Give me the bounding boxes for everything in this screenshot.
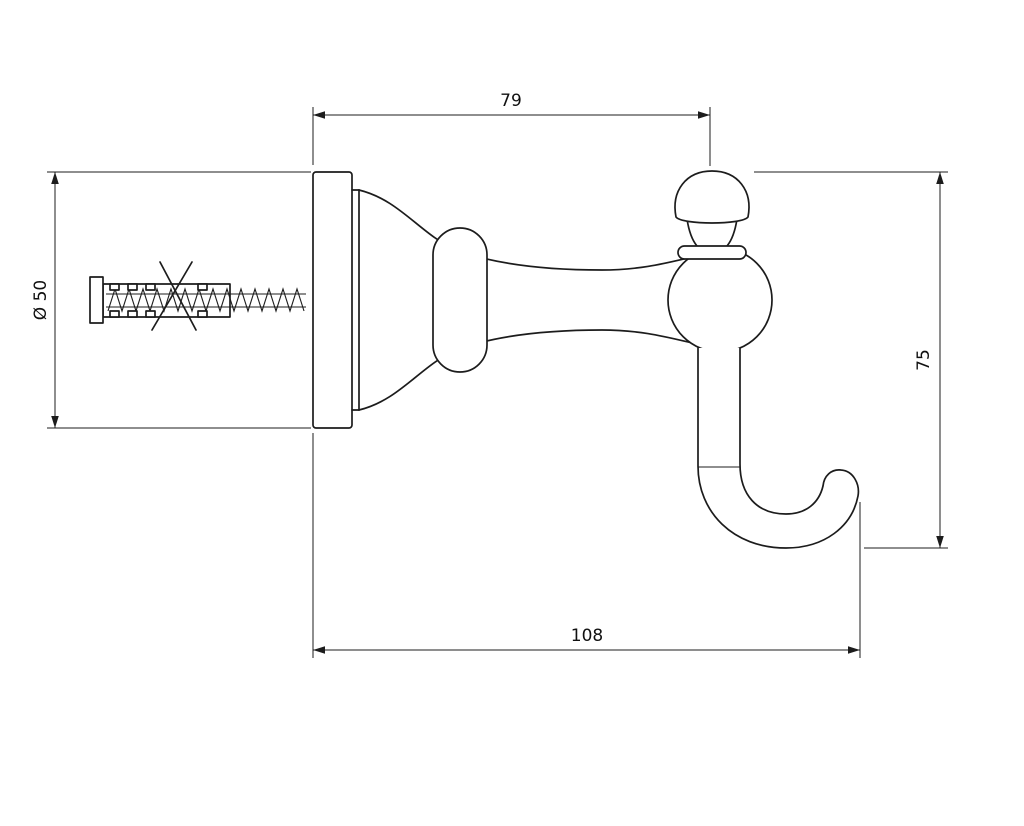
screw-thread [107,287,305,313]
arrowhead [313,646,325,654]
dimension-top: 79 [312,91,711,166]
arrowhead [313,111,325,119]
arrowhead [51,416,59,428]
arrowhead [936,172,944,184]
dimension-bottom: 108 [312,433,861,658]
hook-body [312,170,860,549]
arrowhead [698,111,710,119]
dimension-right: 75 [754,171,948,549]
dimension-right-label: 75 [914,349,934,371]
anchor-fin [159,261,197,331]
anchor-fin [151,261,193,331]
knob-foot [677,245,747,260]
j-hook [697,347,860,549]
anchor-rib [145,283,156,291]
anchor-collar [89,276,104,324]
anchor-rib [109,310,120,318]
anchor-rib [127,283,138,291]
knob-dome [674,170,750,224]
hub-boss [667,247,773,353]
wall-plate [312,171,353,429]
wall-anchor-assembly [89,261,306,331]
anchor-rib [197,310,208,318]
taper-top-profile [358,189,707,271]
arrowhead [51,172,59,184]
anchor-rib [127,310,138,318]
arrowhead [936,536,944,548]
anchor-rib [197,283,208,291]
anchor-rib [145,310,156,318]
taper-bottom-profile [358,329,707,411]
dimension-bottom-label: 108 [571,626,603,646]
arrowhead [848,646,860,654]
dimension-top-label: 79 [500,91,522,111]
dimension-left-label: Ø 50 [31,280,51,320]
dimension-left: Ø 50 [31,171,311,429]
anchor-rib [109,283,120,291]
collar-ring [432,227,488,373]
